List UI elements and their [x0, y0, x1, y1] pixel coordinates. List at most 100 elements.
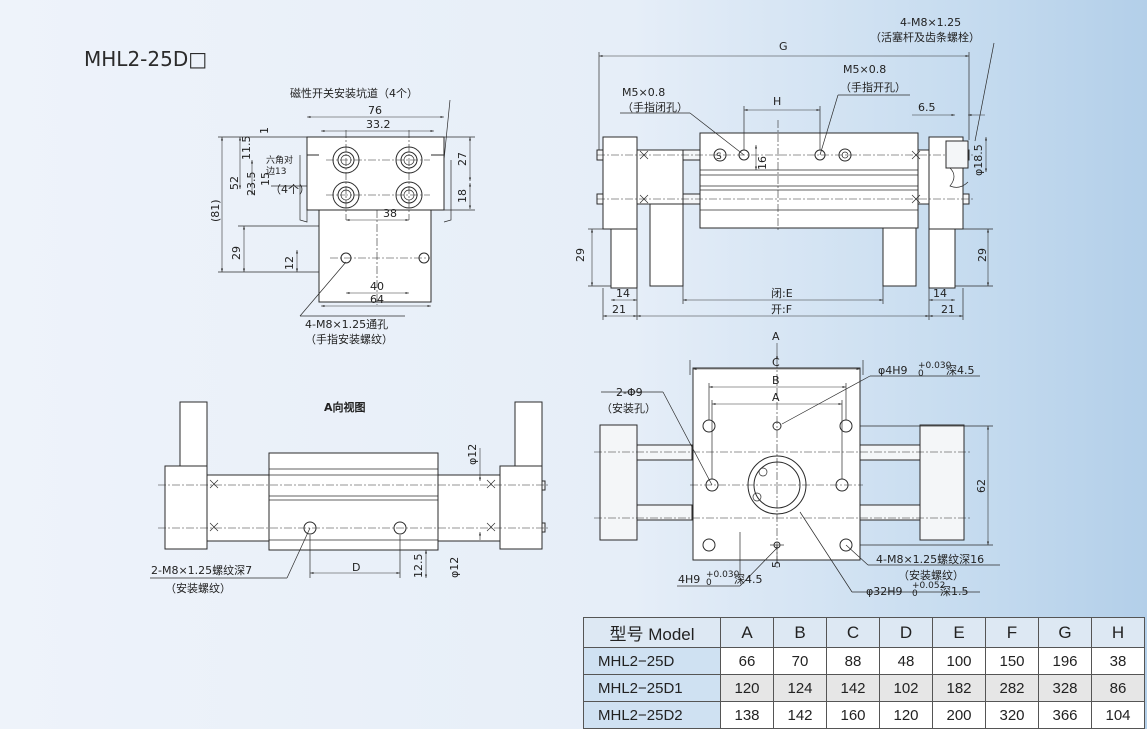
- table-row: MHL2−25D2 138 142 160 120 200 320 366 10…: [583, 701, 1145, 729]
- header-model: 型号 Model: [583, 617, 721, 648]
- cell-model: MHL2−25D: [583, 647, 721, 675]
- dim-14-right: 14: [933, 287, 947, 300]
- cell-c: 142: [826, 674, 880, 702]
- dim-52: 52: [228, 176, 241, 190]
- table-row: MHL2−25D1 120 124 142 102 182 282 328 86: [583, 674, 1145, 702]
- hex-label-1: 六角对: [266, 154, 293, 166]
- thread-note-2: （安装螺纹）: [898, 568, 964, 582]
- switch-groove-label: 磁性开关安装坑道（4个）: [290, 86, 418, 100]
- drawing-title: MHL2-25D□: [84, 47, 207, 71]
- table-header-row: 型号 Model A B C D E F G H: [583, 617, 1145, 648]
- dim-phi12-bottom: φ12: [448, 557, 461, 578]
- header-g: G: [1038, 617, 1092, 648]
- dim-6-5: 6.5: [918, 101, 936, 114]
- dim-c: C: [772, 356, 780, 369]
- m5-open-label: M5×0.8: [843, 63, 886, 76]
- cell-d: 102: [879, 674, 933, 702]
- header-b: B: [773, 617, 827, 648]
- dim-b: B: [772, 374, 780, 387]
- header-e: E: [932, 617, 986, 648]
- thread-note: （安装螺纹）: [165, 581, 231, 595]
- m5-open-note: （手指开孔）: [840, 80, 906, 94]
- dim-phi12-top: φ12: [466, 444, 479, 465]
- rod-bolt-label: 4-M8×1.25: [900, 16, 961, 29]
- pin-hole-bottom-tol: +0.030: [706, 570, 740, 580]
- header-f: F: [985, 617, 1039, 648]
- top-left-view: 磁性开关安装坑道（4个） 六角对 边13 （4个） 76 33.2 38 40 …: [209, 86, 475, 346]
- dim-76: 76: [368, 104, 382, 117]
- dim-phi18-5: φ18.5: [972, 144, 985, 176]
- header-d: D: [879, 617, 933, 648]
- pin-hole-bottom-depth: 深4.5: [734, 573, 763, 586]
- cell-f: 150: [985, 647, 1039, 675]
- cell-model: MHL2−25D2: [583, 701, 721, 729]
- cell-h: 86: [1091, 674, 1145, 702]
- mount-holes-note: （安装孔）: [601, 401, 656, 415]
- dim-14-left: 14: [616, 287, 630, 300]
- m5-close-label: M5×0.8: [622, 86, 665, 99]
- cell-c: 88: [826, 647, 880, 675]
- cell-f: 282: [985, 674, 1039, 702]
- cell-d: 48: [879, 647, 933, 675]
- dim-21-right: 21: [941, 303, 955, 316]
- cell-f: 320: [985, 701, 1039, 729]
- header-c: C: [826, 617, 880, 648]
- hex-label-3: （4个）: [270, 183, 310, 196]
- header-h: H: [1091, 617, 1145, 648]
- hex-label-2: 边13: [266, 166, 286, 177]
- dim-g: G: [779, 40, 788, 53]
- cell-b: 142: [773, 701, 827, 729]
- cell-e: 200: [932, 701, 986, 729]
- cell-c: 160: [826, 701, 880, 729]
- cell-model: MHL2−25D1: [583, 674, 721, 702]
- dim-81: (81): [209, 199, 222, 222]
- cell-d: 120: [879, 701, 933, 729]
- rod-bolt-note: （活塞杆及齿条螺栓）: [870, 30, 980, 44]
- bore-tol-low: 0: [912, 589, 918, 599]
- dim-38: 38: [383, 207, 397, 220]
- cell-g: 366: [1038, 701, 1092, 729]
- dim-21-left: 21: [612, 303, 626, 316]
- top-right-view: S: [574, 16, 995, 320]
- pin-hole-top-label: φ4H9: [878, 364, 908, 377]
- mount-holes-label: 2-Φ9: [616, 386, 643, 399]
- dim-12: 12: [283, 256, 296, 270]
- dim-16: 16: [756, 156, 769, 170]
- cell-b: 70: [773, 647, 827, 675]
- dim-29-left: 29: [574, 248, 587, 262]
- cell-h: 104: [1091, 701, 1145, 729]
- dim-18: 18: [456, 189, 469, 203]
- dim-15: 15: [259, 172, 272, 186]
- bottom-left-view: A向视图 φ12 φ12 12.5 D 2-M8×1.25螺纹深7 （安装螺纹）: [150, 400, 548, 595]
- dim-11-5: 11.5: [240, 136, 253, 161]
- view-a-title: A向视图: [324, 400, 366, 414]
- dim-open-f: 开:F: [771, 303, 792, 316]
- table-row: MHL2−25D 66 70 88 48 100 150 196 38: [583, 647, 1145, 675]
- pin-hole-bottom-label: 4H9: [678, 573, 700, 586]
- spec-table: 型号 Model A B C D E F G H MHL2−25D 66 70 …: [583, 617, 1145, 729]
- dim-h: H: [773, 95, 781, 108]
- cell-g: 196: [1038, 647, 1092, 675]
- dim-33-2: 33.2: [366, 118, 391, 131]
- bore-tol: +0.052: [912, 581, 945, 591]
- bore-depth: 深1.5: [940, 585, 969, 598]
- bottom-right-view: A: [594, 330, 1000, 599]
- thread-label-2: 4-M8×1.25螺纹深16: [876, 552, 984, 566]
- pin-hole-top-tol: +0.030: [918, 361, 952, 371]
- cell-h: 38: [1091, 647, 1145, 675]
- cell-e: 182: [932, 674, 986, 702]
- dim-64: 64: [370, 293, 384, 306]
- cell-a: 66: [720, 647, 774, 675]
- dim-29: 29: [230, 246, 243, 260]
- cell-e: 100: [932, 647, 986, 675]
- view-arrow-a: A: [772, 330, 780, 343]
- dim-27: 27: [456, 152, 469, 166]
- pin-hole-top-tol-low: 0: [918, 369, 924, 379]
- thread-label: 2-M8×1.25螺纹深7: [151, 563, 252, 577]
- dim-12-5: 12.5: [412, 554, 425, 579]
- thru-hole-label: 4-M8×1.25通孔: [305, 318, 388, 331]
- cell-a: 120: [720, 674, 774, 702]
- dim-29-right: 29: [976, 248, 989, 262]
- dim-a: A: [772, 391, 780, 404]
